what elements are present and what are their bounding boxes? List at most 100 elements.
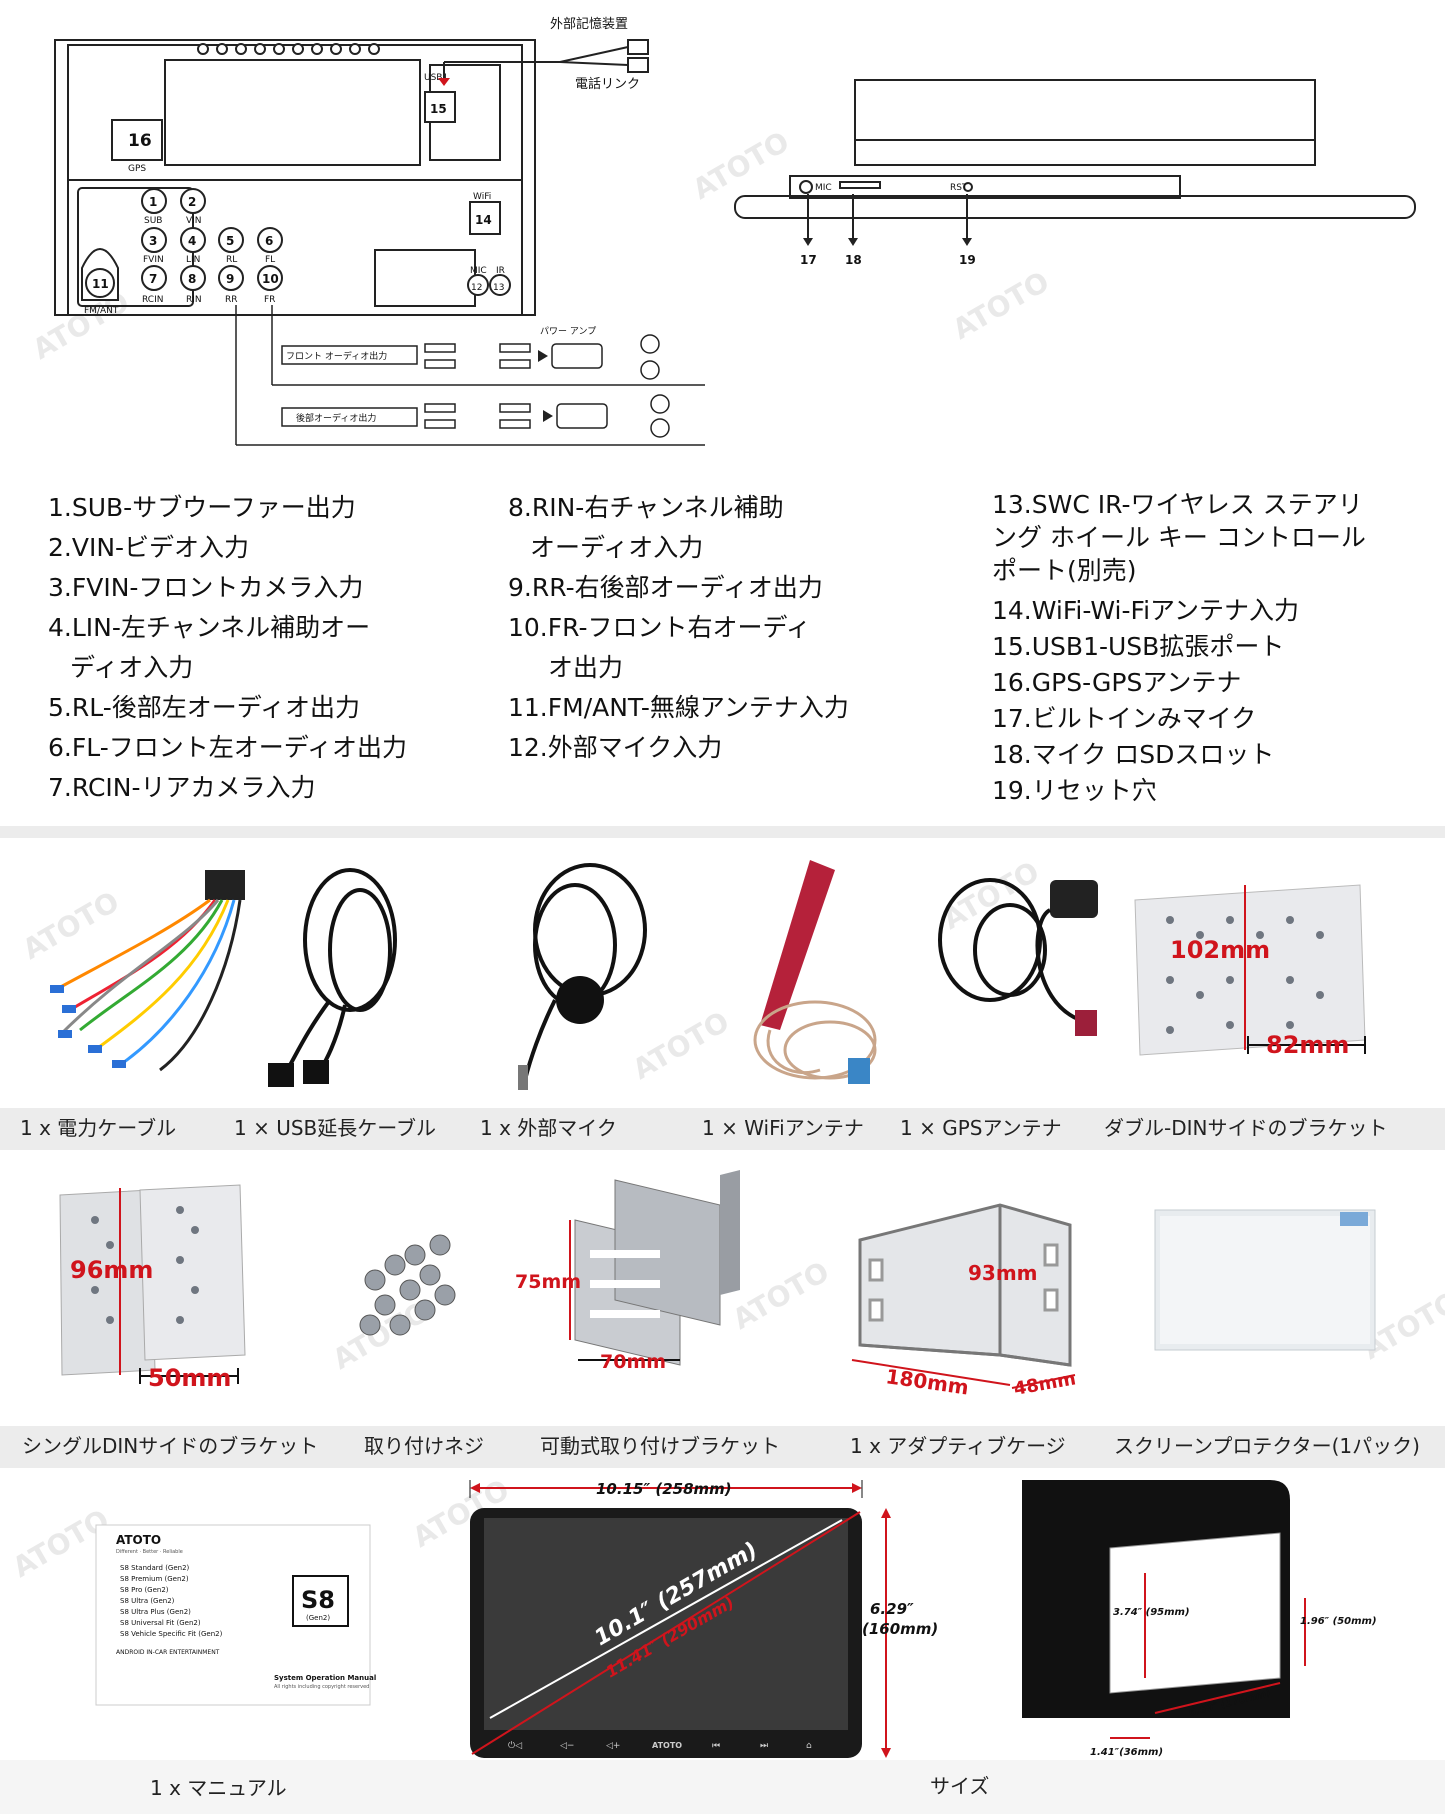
movable-bracket-height-label: 75mm <box>515 1271 581 1293</box>
caption-microphone: 1 x 外部マイク <box>480 1116 617 1140</box>
caption-single-din-bracket: シングルDINサイドのブラケット <box>22 1434 319 1458</box>
cage-width-line <box>851 1359 1011 1386</box>
manual-doc-sub: All rights including copyright reserved <box>274 1684 369 1690</box>
legend-item: ング ホイール キー コントロール <box>992 523 1366 552</box>
depth-diagram: 3.74″ (95mm) 1.96″ (50mm) 6.69″ (170mm) … <box>1022 1480 1377 1758</box>
screen-protector-icon <box>1154 1209 1376 1351</box>
port-5-label: 5 <box>226 234 234 248</box>
port-12-label: 12 <box>471 283 482 293</box>
watermark: ATOTO <box>17 885 125 966</box>
vin-label: VIN <box>186 216 202 226</box>
manual-product: ANDROID IN-CAR ENTERTAINMENT <box>116 1649 220 1656</box>
port-2-label: 2 <box>188 195 196 209</box>
port-3-label: 3 <box>149 234 157 248</box>
manual-badge: S8 <box>301 1586 335 1614</box>
manual-icon: ATOTO Different · Better · Reliable S8 S… <box>95 1524 376 1706</box>
manual-model: S8 Ultra (Gen2) <box>120 1597 175 1605</box>
usb1-port-label: USB1 <box>424 73 448 83</box>
single-din-bracket-icon <box>59 1184 246 1384</box>
legend-item: ポート(別売) <box>992 556 1137 585</box>
screen-size-diagram: 10.15″ (258mm) 6.29″ (160mm) 10.1″ (257m… <box>469 1480 938 1758</box>
divider <box>0 826 1445 838</box>
caption-double-din-bracket: ダブル-DINサイドのブラケット <box>1104 1116 1388 1140</box>
rear-audio-out-label: 後部オーディオ出力 <box>296 412 376 424</box>
legend-item: オ出力 <box>548 653 624 682</box>
port-10-label: 10 <box>262 272 279 286</box>
arrow-right-icon <box>543 410 553 422</box>
microphone-icon <box>518 863 647 1090</box>
manual-model: S8 Ultra Plus (Gen2) <box>120 1608 191 1616</box>
port-11-label: 11 <box>92 277 109 291</box>
screen-brand: ATOTO <box>652 1741 682 1750</box>
phone-link-label: 電話リンク <box>575 76 640 92</box>
caption-band <box>0 1108 1445 1150</box>
head-unit-side-view <box>734 79 1416 219</box>
port-17-label: 17 <box>800 253 817 267</box>
fm-ant-label: FM/ANT <box>84 306 119 316</box>
prev-icon: ⏮ <box>712 1741 720 1751</box>
legend-item: 17.ビルトインみマイク <box>992 704 1257 733</box>
adaptive-cage-icon <box>858 1203 1072 1367</box>
single-bracket-height-label: 96mm <box>70 1256 153 1284</box>
port-19-label: 19 <box>959 253 976 267</box>
accessory-row-2: ATOTO ATOTO ATOTO 96mm 50mm 75mm 70mm <box>59 1170 1445 1400</box>
screws-icon <box>359 1234 456 1336</box>
double-din-bracket-icon <box>1134 884 1366 1056</box>
cage-depth-label: 48mm <box>1012 1368 1077 1400</box>
watermark: ATOTO <box>727 1255 835 1336</box>
legend-item: 11.FM/ANT-無線アンテナ入力 <box>508 693 849 722</box>
manual-tagline: Different · Better · Reliable <box>116 1549 183 1555</box>
rst-label: RST <box>950 183 968 193</box>
volume-up-icon: ◁+ <box>606 1741 620 1751</box>
movable-bracket-width-label: 70mm <box>600 1351 666 1373</box>
legend-column-1: 1.SUB-サブウーファー出力 2.VIN-ビデオ入力 3.FVIN-フロントカ… <box>48 488 468 808</box>
port-16-label: 16 <box>128 131 152 151</box>
manual-brand: ATOTO <box>116 1533 161 1547</box>
fl-label: FL <box>265 255 275 265</box>
home-icon: ⌂ <box>806 1741 812 1751</box>
port-legend: 1.SUB-サブウーファー出力 2.VIN-ビデオ入力 3.FVIN-フロントカ… <box>0 470 1445 830</box>
rin-label: RIN <box>186 295 202 305</box>
caption-size: サイズ <box>930 1774 990 1798</box>
accessory-row-3: ATOTO ATOTO ATOTO ATOTO ATOTO Different … <box>7 1473 1377 1758</box>
usb-arrow-icon <box>438 78 450 86</box>
screen-width-label: 10.15″ (258mm) <box>596 1480 732 1498</box>
power-icon: ⏻◁ <box>508 1740 522 1751</box>
manual-model: S8 Standard (Gen2) <box>120 1564 190 1572</box>
port-7-label: 7 <box>149 272 157 286</box>
watermark: ATOTO <box>947 265 1055 346</box>
screen-height-mm-label: (160mm) <box>862 1620 938 1638</box>
rca-cable-icon <box>424 334 670 438</box>
rr-label: RR <box>225 295 238 305</box>
legend-item: 13.SWC IR-ワイヤレス ステアリ <box>992 490 1363 519</box>
legend-item: 10.FR-フロント右オーディ <box>508 613 811 642</box>
caption-adaptive-cage: 1 x アダプティブケージ <box>850 1434 1066 1458</box>
bracket-height-label: 102mm <box>1170 936 1270 964</box>
legend-item: 9.RR-右後部オーディオ出力 <box>508 573 823 602</box>
legend-item: 12.外部マイク入力 <box>508 733 723 762</box>
next-icon: ⏭ <box>760 1741 768 1751</box>
manual-model: S8 Universal Fit (Gen2) <box>120 1619 201 1627</box>
wiring-diagram: ATOTO ATOTO ATOTO 16 GPS 15 USB1 14 WiFi… <box>27 16 1416 446</box>
legend-item: 5.RL-後部左オーディオ出力 <box>48 693 360 722</box>
caption-movable-bracket: 可動式取り付けブラケット <box>540 1434 780 1458</box>
wifi-port-label: WiFi <box>473 192 491 202</box>
front-audio-out-label: フロント オーディオ出力 <box>286 350 387 362</box>
caption-band <box>0 1760 1445 1814</box>
port-13-label: 13 <box>493 283 504 293</box>
port-15-label: 15 <box>430 102 447 116</box>
rl-label: RL <box>226 255 237 265</box>
external-storage-label: 外部記憶装置 <box>550 16 628 32</box>
legend-item: 14.WiFi-Wi-Fiアンテナ入力 <box>992 596 1300 625</box>
manual-doc-title: System Operation Manual <box>274 1674 376 1682</box>
port-14-label: 14 <box>475 213 492 227</box>
volume-down-icon: ◁− <box>560 1741 574 1751</box>
watermark: ATOTO <box>937 855 1045 936</box>
lin-label: LIN <box>186 255 200 265</box>
caption-manual: 1 x マニュアル <box>150 1776 287 1800</box>
gps-antenna-icon <box>938 878 1098 1036</box>
manual-model: S8 Vehicle Specific Fit (Gen2) <box>120 1630 223 1638</box>
cage-depth-line <box>1011 1374 1076 1389</box>
legend-item: 1.SUB-サブウーファー出力 <box>48 493 356 522</box>
legend-item: ディオ入力 <box>70 653 194 682</box>
